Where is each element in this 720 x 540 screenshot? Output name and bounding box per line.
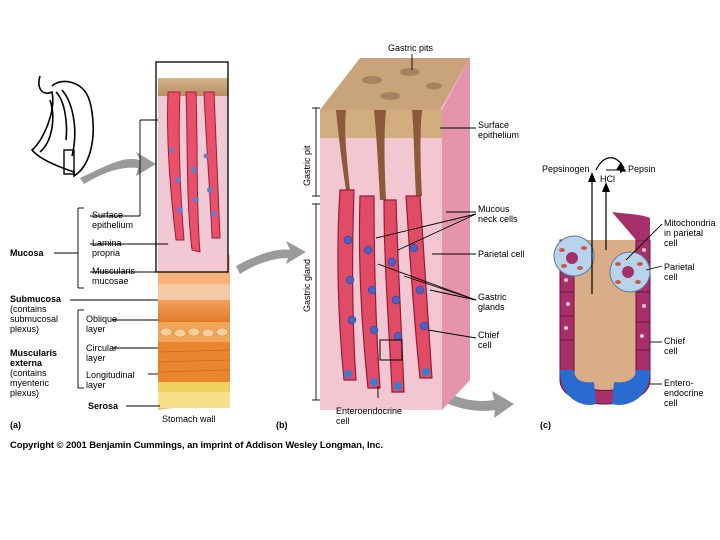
panel-a-label: (a) bbox=[10, 420, 21, 430]
panel-a-block bbox=[155, 61, 231, 410]
label-b-surface-epithelium: Surface epithelium bbox=[478, 120, 520, 140]
label-b-chief-cell: Chief cell bbox=[478, 330, 500, 350]
label-c-mitochondria: Mitochondria in parietal cell bbox=[664, 218, 716, 248]
label-b-enteroendocrine-cell: Enteroendocrine cell bbox=[336, 406, 403, 426]
label-a-serosa: Serosa bbox=[88, 401, 119, 411]
leader-lines bbox=[54, 54, 663, 407]
label-a-submucosa-note: (contains submucosal plexus) bbox=[10, 304, 59, 334]
label-c-enteroendocrine-cell: Entero- endocrine cell bbox=[664, 378, 704, 408]
label-c-pepsinogen: Pepsinogen bbox=[542, 164, 590, 174]
label-a-mucosa: Mucosa bbox=[10, 248, 44, 258]
arrow-a bbox=[80, 152, 156, 184]
panel-c-label: (c) bbox=[540, 420, 551, 430]
label-c-parietal-cell: Parietal cell bbox=[664, 262, 695, 282]
panel-b-label: (b) bbox=[276, 420, 288, 430]
label-a-surface-epithelium: Surface epithelium bbox=[92, 210, 134, 230]
label-a-muscularis-externa-note: (contains myenteric plexus) bbox=[10, 368, 50, 398]
label-b-gastric-pits: Gastric pits bbox=[388, 43, 434, 53]
copyright-notice: Copyright © 2001 Benjamin Cummings, an i… bbox=[10, 440, 383, 451]
label-b-gastric-pit-vertical: Gastric pit bbox=[302, 145, 312, 186]
panel-c-gland bbox=[553, 157, 651, 405]
stomach-icon bbox=[30, 75, 94, 178]
label-c-pepsin: Pepsin bbox=[628, 164, 656, 174]
arrow-c bbox=[414, 376, 514, 418]
label-b-gastric-gland-vertical: Gastric gland bbox=[302, 258, 312, 312]
label-a-longitudinal-layer: Longitudinal layer bbox=[86, 370, 135, 390]
arrow-b bbox=[236, 241, 306, 274]
label-a-lamina-propria: Lamina propria bbox=[92, 238, 122, 258]
label-a-stomach-wall: Stomach wall bbox=[162, 414, 216, 424]
label-a-muscularis-mucosae: Muscularis mucosae bbox=[92, 266, 136, 286]
label-b-gastric-glands: Gastric glands bbox=[478, 292, 507, 312]
label-a-muscularis-externa: Muscularis externa bbox=[10, 348, 58, 368]
label-c-chief-cell: Chief cell bbox=[664, 336, 686, 356]
label-b-mucous-neck-cells: Mucous neck cells bbox=[478, 204, 518, 224]
panel-b-block bbox=[320, 58, 470, 410]
label-a-circular-layer: Circular layer bbox=[86, 343, 118, 363]
label-c-hcl: HCl bbox=[600, 174, 615, 184]
label-a-oblique-layer: Oblique layer bbox=[86, 314, 118, 334]
label-a-submucosa: Submucosa bbox=[10, 294, 62, 304]
label-b-parietal-cell: Parietal cell bbox=[478, 249, 525, 259]
